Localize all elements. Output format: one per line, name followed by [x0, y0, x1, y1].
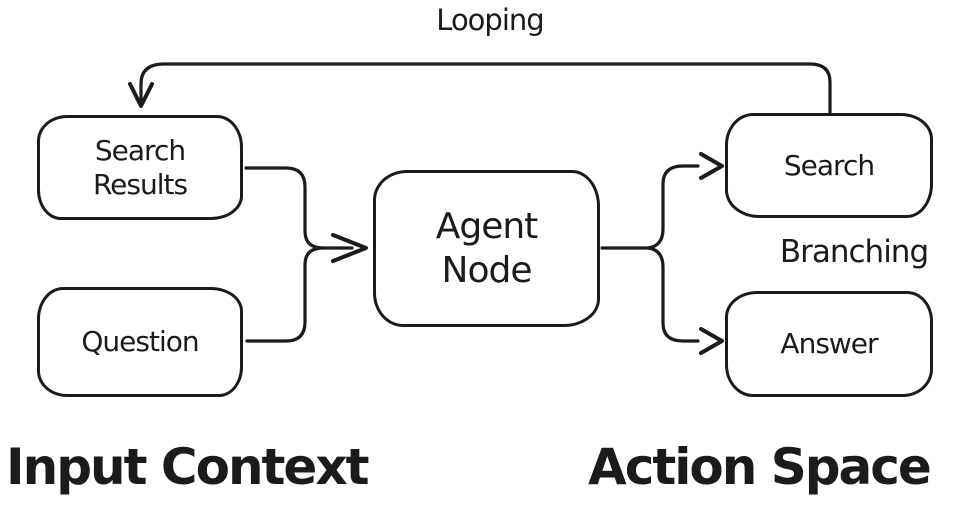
- loop-arrowhead-icon: [128, 82, 154, 108]
- answer-arrowhead-icon: [699, 327, 724, 355]
- node-question: Question: [37, 287, 243, 397]
- branching-label: Branching: [779, 234, 929, 270]
- edge-agent-to-search: [646, 164, 700, 250]
- action-space-label: Action Space: [588, 438, 932, 496]
- input-context-label: Input Context: [6, 438, 369, 496]
- node-search: Search: [725, 113, 933, 218]
- node-agent: Agent Node: [373, 170, 600, 327]
- agent-input-arrowhead-icon: [331, 233, 368, 263]
- node-answer-label: Answer: [780, 327, 878, 361]
- edge-search-results-to-agent: [244, 166, 354, 250]
- node-search-results-label-line2: Results: [92, 167, 188, 201]
- node-search-results-label-line1: Search: [94, 133, 186, 167]
- node-agent-label-line1: Agent: [435, 206, 539, 248]
- search-arrowhead-icon: [699, 152, 724, 180]
- node-search-label: Search: [783, 148, 875, 182]
- looping-label: Looping: [436, 3, 544, 37]
- edge-agent-to-answer: [646, 246, 700, 343]
- edge-question-to-agent: [245, 246, 325, 343]
- node-search-results: Search Results: [37, 115, 243, 220]
- edge-loop-line: [139, 62, 832, 115]
- node-answer: Answer: [725, 291, 933, 397]
- node-agent-label-line2: Node: [441, 249, 533, 291]
- node-question-label: Question: [81, 325, 199, 359]
